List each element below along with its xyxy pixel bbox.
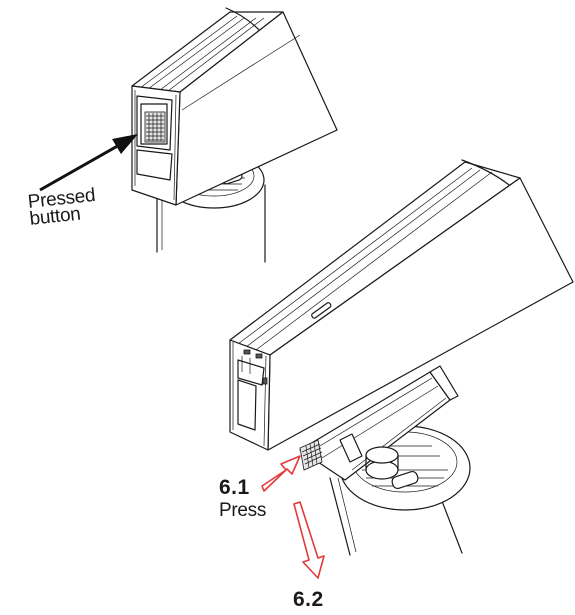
pull-down-arrow-icon [293, 501, 325, 579]
pressed-button [144, 111, 166, 143]
bottom-assembly-illustration [229, 159, 574, 579]
step-6-1-label: 6.1 [219, 476, 250, 499]
pressed-button-arrow-icon [39, 134, 138, 192]
top-profile [131, 7, 338, 206]
release-button [299, 439, 323, 471]
press-label: Press [219, 500, 267, 521]
pressed-button-label: Pressed button [27, 185, 98, 230]
tilted-clamp-head [299, 365, 459, 481]
top-assembly-illustration [39, 7, 338, 263]
press-arrow-icon [261, 455, 301, 492]
bottom-profile [229, 159, 574, 451]
step-6-2-label: 6.2 [293, 588, 324, 611]
